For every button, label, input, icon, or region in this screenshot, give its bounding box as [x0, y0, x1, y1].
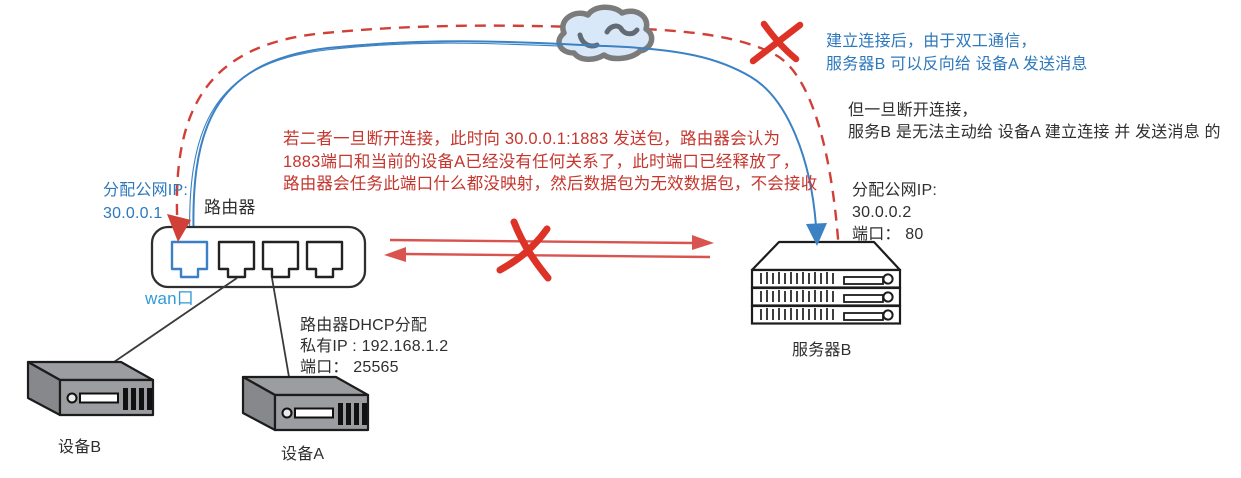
internet-cloud-icon: [556, 4, 655, 62]
server-b-icon: [750, 240, 902, 325]
server-b-label: 服务器B: [792, 342, 852, 359]
blocked-traffic-arrows: [384, 235, 714, 262]
dhcp-assignment-note: 路由器DHCP分配 私有IP : 192.168.1.2 端口： 25565: [300, 317, 449, 376]
router-icon: [150, 225, 367, 289]
duplex-communication-note: 建立连接后，由于双工通信， 服务器B 可以反向给 设备A 发送消息: [826, 33, 1088, 73]
blue-arrowhead-at-server: [806, 223, 827, 246]
tcp-connection-curve-second-stroke: [189, 42, 561, 249]
device-b-label: 设备B: [58, 439, 102, 456]
device-a-label: 设备A: [281, 446, 325, 463]
router-public-ip-note: 分配公网IP: 30.0.0.1: [103, 182, 188, 222]
device-a-icon: [241, 375, 370, 432]
packet-invalid-note: 若二者一旦断开连接，此时向 30.0.0.1:1883 发送包，路由器会认为 1…: [283, 130, 818, 193]
server-public-ip-note: 分配公网IP: 30.0.0.2 端口： 80: [852, 182, 937, 243]
router-label: 路由器: [204, 198, 256, 217]
lan-port-2-icon: [261, 240, 300, 279]
blocked-connection-x-top: [749, 20, 804, 65]
red-arrowhead-at-wan: [167, 214, 191, 242]
wan-port-icon: [170, 240, 209, 279]
lan-port-1-icon: [217, 240, 256, 279]
cable-to-device-b: [113, 277, 238, 363]
device-b-icon: [26, 360, 155, 417]
disconnect-limitation-note: 但一旦断开连接， 服务B 是无法主动给 设备A 建立连接 并 发送消息 的: [848, 102, 1221, 141]
blocked-connection-x-middle: [496, 218, 552, 282]
lan-port-3-icon: [305, 240, 344, 279]
cable-to-device-a: [271, 277, 290, 378]
tcp-connection-curve: [192, 40, 817, 249]
wan-port-label: wan口: [145, 289, 194, 308]
